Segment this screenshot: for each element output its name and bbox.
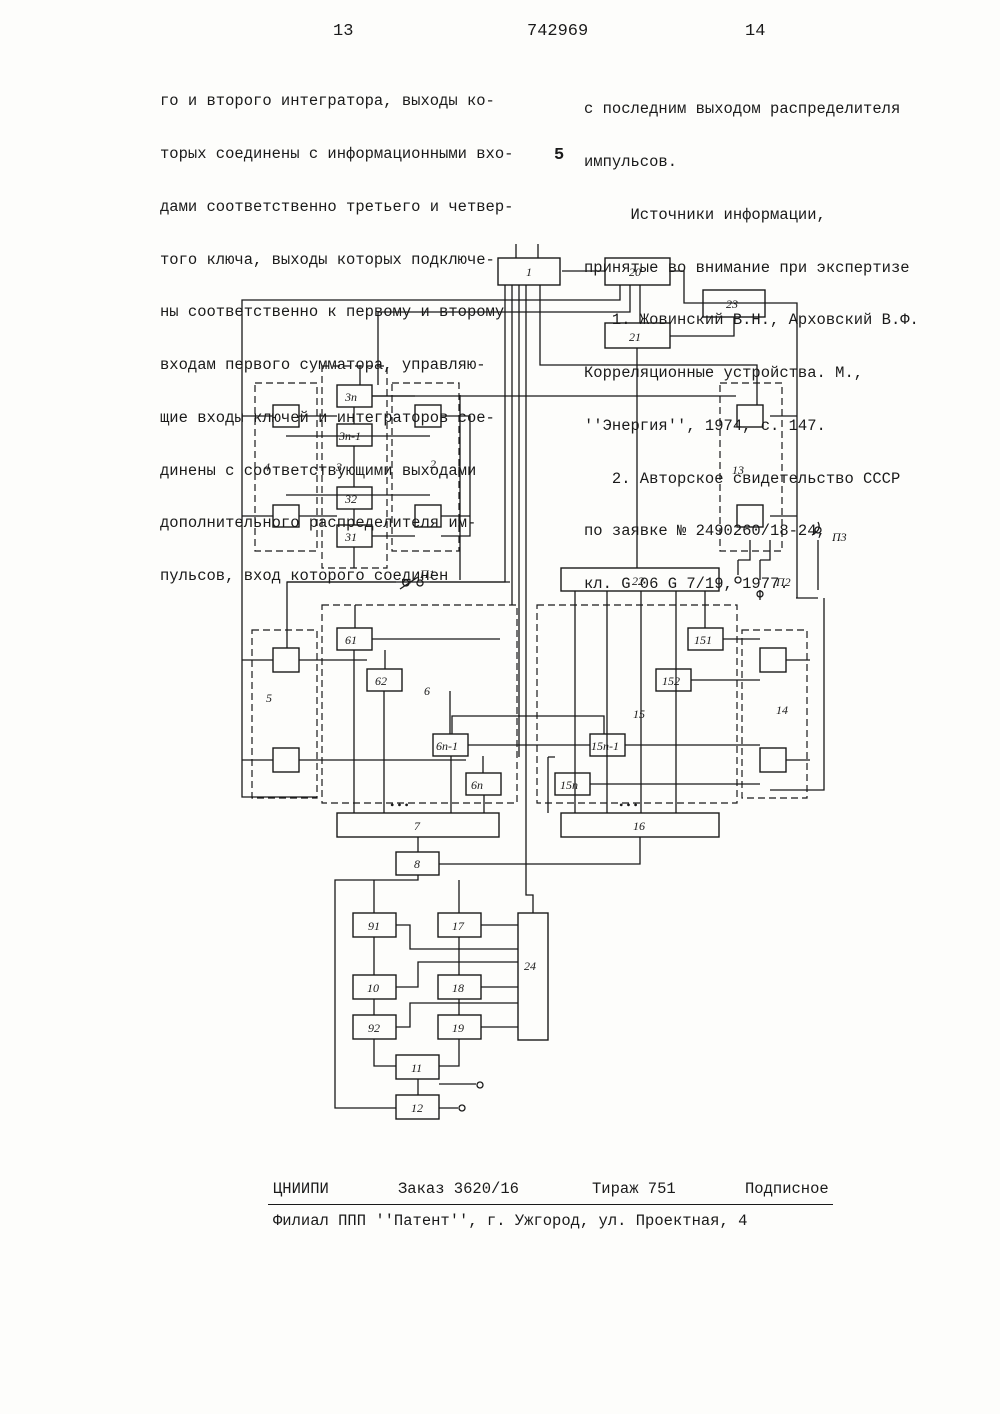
label-block-31: 31 [344, 530, 357, 544]
integrator-2b [415, 505, 441, 527]
label-block-17: 17 [452, 919, 465, 933]
integrator-4a [273, 405, 299, 427]
label-block-12: 12 [411, 1101, 423, 1115]
label-block-92: 92 [368, 1021, 380, 1035]
integrator-13b [737, 505, 763, 527]
label-block-21: 21 [629, 330, 641, 344]
label-group-3: 3 [335, 460, 342, 474]
footer-rule [268, 1204, 833, 1205]
group-frame-13 [720, 383, 782, 551]
label-block-8: 8 [414, 857, 420, 871]
label-block-16: 16 [633, 819, 645, 833]
label-group-5: 5 [266, 691, 272, 705]
label-block-18: 18 [452, 981, 464, 995]
footer-org: ЦНИИПИ [273, 1180, 329, 1198]
label-block-6n: 6п [471, 778, 483, 792]
label-block-19: 19 [452, 1021, 464, 1035]
label-block-10: 10 [367, 981, 379, 995]
label-block-1: 1 [526, 265, 532, 279]
label-group-13: 13 [732, 463, 744, 477]
integrator-5b [273, 748, 299, 772]
integrator-4b [273, 505, 299, 527]
label-block-151: 151 [694, 633, 712, 647]
label-group-6: 6 [424, 684, 430, 698]
label-block-11: 11 [411, 1061, 422, 1075]
label-block-152: 152 [662, 674, 680, 688]
label-block-62: 62 [375, 674, 387, 688]
label-group-4: 4 [264, 460, 270, 474]
label-block-20: 20 [629, 265, 641, 279]
label-switch-p1: П1 [419, 567, 435, 581]
label-block-32: 32 [344, 492, 357, 506]
integrator-5a [273, 648, 299, 672]
label-dots-right: • • • [619, 798, 638, 812]
integrator-2a [415, 405, 441, 427]
block-24 [518, 913, 548, 1040]
label-block-6n-1: 6п-1 [436, 739, 458, 753]
label-block-7: 7 [414, 819, 421, 833]
label-block-61: 61 [345, 633, 357, 647]
label-block-24: 24 [524, 959, 536, 973]
integrator-14a [760, 648, 786, 672]
label-dots-left: • • • [390, 798, 409, 812]
integrator-14b [760, 748, 786, 772]
group-frame-14 [742, 630, 807, 798]
label-block-15n: 15п [560, 778, 578, 792]
integrator-13a [737, 405, 763, 427]
label-group-14: 14 [776, 703, 788, 717]
label-block-3n: 3п [344, 390, 357, 404]
label-switch-p3: П3 [831, 530, 847, 544]
group-frame-2 [392, 383, 459, 551]
label-group-15: 15 [633, 707, 645, 721]
footer-circulation: Тираж 751 [592, 1180, 676, 1198]
footer-address: Филиал ППП ''Патент'', г. Ужгород, ул. П… [273, 1212, 747, 1230]
label-block-15n-1: 15п-1 [591, 739, 619, 753]
footer-subscription: Подписное [745, 1180, 829, 1198]
label-block-3n-1: 3п-1 [338, 429, 361, 443]
label-block-22: 22 [632, 574, 644, 588]
label-block-91: 91 [368, 919, 380, 933]
label-block-23: 23 [726, 297, 738, 311]
footer-order: Заказ 3620/16 [398, 1180, 519, 1198]
label-switch-p2: П2 [775, 575, 791, 589]
label-group-2: 2 [430, 457, 436, 471]
group-frame-5 [252, 630, 317, 798]
